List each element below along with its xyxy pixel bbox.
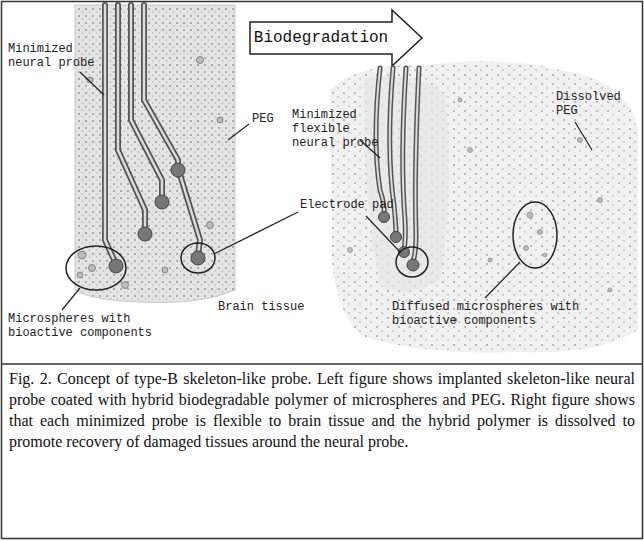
part-label: Diffused microspheres with bioactive com… — [392, 300, 586, 328]
arrow-shape: Biodegradation — [250, 22, 392, 54]
arrow-label: Biodegradation — [254, 29, 388, 47]
part-label: Electrode pad — [300, 198, 410, 212]
figure-caption: Fig. 2. Concept of type-B skeleton-like … — [9, 368, 635, 452]
part-label: Brain tissue — [218, 300, 318, 314]
part-label: Dissolved PEG — [556, 90, 632, 118]
part-label: Minimized neural probe — [8, 42, 104, 70]
part-label: Minimized flexible neural probe — [292, 108, 388, 150]
part-label: Microspheres with bioactive components — [8, 312, 168, 340]
part-label: PEG — [252, 112, 292, 126]
